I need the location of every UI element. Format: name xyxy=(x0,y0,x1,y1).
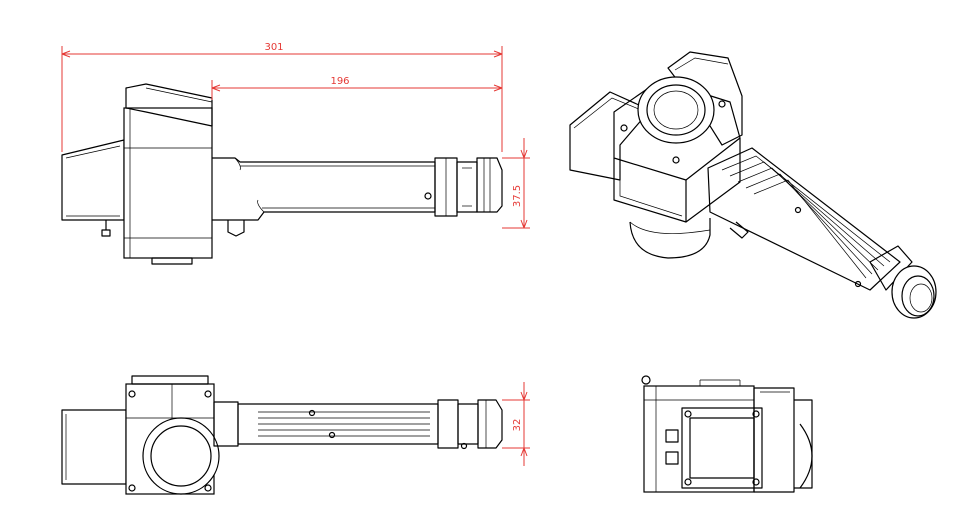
dimension-37-5: 37.5 xyxy=(502,138,530,229)
isometric-view xyxy=(569,51,937,319)
side-view xyxy=(61,83,503,265)
dimension-32-label: 32 xyxy=(512,419,523,432)
dimension-196: 196 xyxy=(211,76,503,100)
end-view xyxy=(641,375,813,493)
dimension-32: 32 xyxy=(502,382,530,466)
dimension-196-label: 196 xyxy=(330,76,349,87)
dimension-301-label: 301 xyxy=(264,42,283,53)
top-view xyxy=(61,375,503,495)
dimension-37-5-label: 37.5 xyxy=(512,185,523,207)
